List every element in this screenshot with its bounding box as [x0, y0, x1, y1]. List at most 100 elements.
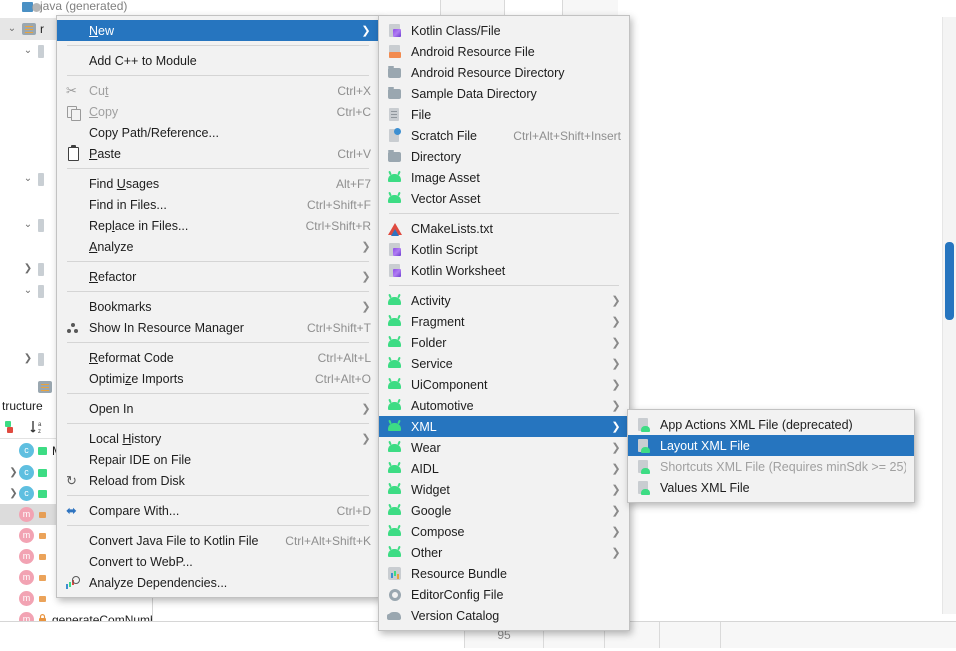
menu-item-layout-xml-file[interactable]: Layout XML File [628, 435, 914, 456]
menu-item-icon-empty [65, 239, 81, 255]
structure-kind-badge-c: c [19, 486, 34, 501]
chevron-down-icon[interactable]: ⌄ [23, 219, 33, 230]
menu-item-kotlin-worksheet[interactable]: Kotlin Worksheet [379, 260, 629, 281]
menu-item-android-resource-file[interactable]: Android Resource File [379, 41, 629, 62]
show-fields-icon[interactable] [4, 419, 20, 435]
tab-strip-filler [618, 0, 956, 17]
menu-separator [67, 291, 369, 292]
menu-item-version-catalog[interactable]: Version Catalog [379, 605, 629, 626]
menu-item-activity[interactable]: Activity❯ [379, 290, 629, 311]
menu-item-xml[interactable]: XML❯ [379, 416, 629, 437]
tree-row[interactable]: ⌄ [0, 40, 152, 62]
menu-item-android-resource-directory[interactable]: Android Resource Directory [379, 62, 629, 83]
editor-tab[interactable] [562, 0, 619, 17]
menu-item-compose[interactable]: Compose❯ [379, 521, 629, 542]
menu-item-refactor[interactable]: Refactor❯ [57, 266, 379, 287]
tree-row[interactable]: ⌄ [0, 280, 152, 302]
menu-item-editorconfig-file[interactable]: EditorConfig File [379, 584, 629, 605]
menu-item-local-history[interactable]: Local History❯ [57, 428, 379, 449]
editor-scrollbar-thumb[interactable] [945, 242, 954, 320]
menu-item-app-actions-xml-file-deprecated[interactable]: App Actions XML File (deprecated) [628, 414, 914, 435]
menu-item-kotlin-class-file[interactable]: Kotlin Class/File [379, 20, 629, 41]
chevron-right-icon[interactable]: ❯ [23, 353, 33, 364]
status-cell-4[interactable] [659, 622, 720, 648]
chevron-down-icon[interactable]: ⌄ [23, 173, 33, 184]
menu-item-shortcut: Ctrl+Alt+O [314, 371, 371, 386]
status-cell-5[interactable] [720, 622, 956, 648]
android-icon [387, 440, 403, 456]
menu-item-image-asset[interactable]: Image Asset [379, 167, 629, 188]
editor-tab[interactable] [440, 0, 505, 17]
menu-item-vector-asset[interactable]: Vector Asset [379, 188, 629, 209]
structure-row[interactable]: ❯c [0, 462, 152, 483]
menu-item-service[interactable]: Service ❯ [379, 353, 629, 374]
menu-item-repair-ide-on-file[interactable]: Repair IDE on File [57, 449, 379, 470]
menu-item-file[interactable]: File [379, 104, 629, 125]
menu-item-label: Bookmarks [89, 299, 152, 314]
editor-scrollbar-track[interactable] [942, 17, 956, 614]
menu-item-uicomponent[interactable]: UiComponent❯ [379, 374, 629, 395]
folder-icon [38, 381, 52, 393]
cmake-icon [387, 221, 403, 237]
chevron-right-icon[interactable]: ❯ [9, 467, 18, 478]
tree-row[interactable]: ❯ [0, 348, 152, 370]
chevron-right-icon[interactable]: ❯ [23, 263, 33, 274]
menu-item-analyze[interactable]: Analyze❯ [57, 236, 379, 257]
menu-item-wear[interactable]: Wear❯ [379, 437, 629, 458]
tree-row[interactable]: ❯ [0, 258, 152, 280]
structure-row[interactable]: m [0, 588, 152, 609]
chevron-right-icon: ❯ [611, 358, 621, 370]
chevron-down-icon[interactable]: ⌄ [23, 285, 33, 296]
structure-row[interactable]: m [0, 546, 152, 567]
menu-item-reload-from-disk[interactable]: ↻Reload from Disk [57, 470, 379, 491]
folder-icon [388, 65, 401, 78]
tree-row[interactable]: ⌄ [0, 214, 152, 236]
menu-item-icon-empty [65, 350, 81, 366]
menu-item-replace-in-files[interactable]: Replace in Files...Ctrl+Shift+R [57, 215, 379, 236]
menu-item-open-in[interactable]: Open In❯ [57, 398, 379, 419]
structure-row[interactable]: m [0, 567, 152, 588]
chevron-down-icon[interactable]: ⌄ [7, 23, 17, 34]
chevron-down-icon[interactable]: ⌄ [23, 45, 33, 56]
menu-item-aidl[interactable]: AIDL❯ [379, 458, 629, 479]
menu-item-compare-with[interactable]: ⬌Compare With...Ctrl+D [57, 500, 379, 521]
tree-row[interactable]: ⌄ [0, 168, 152, 190]
chevron-right-icon[interactable]: ❯ [9, 488, 18, 499]
menu-item-new[interactable]: New❯ [57, 20, 379, 41]
menu-item-fragment[interactable]: Fragment❯ [379, 311, 629, 332]
menu-item-other[interactable]: Other❯ [379, 542, 629, 563]
menu-item-label: Find Usages [89, 176, 160, 191]
menu-item-widget[interactable]: Widget❯ [379, 479, 629, 500]
menu-item-convert-to-webp[interactable]: Convert to WebP... [57, 551, 379, 572]
menu-item-cmakelists-txt[interactable]: CMakeLists.txt [379, 218, 629, 239]
menu-item-values-xml-file[interactable]: Values XML File [628, 477, 914, 498]
menu-item-analyze-dependencies[interactable]: Analyze Dependencies... [57, 572, 379, 593]
structure-row[interactable]: ❯c [0, 483, 152, 504]
menu-item-google[interactable]: Google❯ [379, 500, 629, 521]
menu-item-resource-bundle[interactable]: Resource Bundle [379, 563, 629, 584]
menu-item-bookmarks[interactable]: Bookmarks❯ [57, 296, 379, 317]
structure-row[interactable]: m [0, 525, 152, 546]
editor-tab-active[interactable] [504, 0, 563, 17]
menu-item-sample-data-directory[interactable]: Sample Data Directory [379, 83, 629, 104]
android-icon [387, 293, 403, 309]
xml-submenu[interactable]: App Actions XML File (deprecated)Layout … [627, 409, 915, 503]
menu-item-find-in-files[interactable]: Find in Files...Ctrl+Shift+F [57, 194, 379, 215]
menu-item-folder[interactable]: Folder❯ [379, 332, 629, 353]
menu-item-directory[interactable]: Directory [379, 146, 629, 167]
menu-item-copy-path-reference[interactable]: Copy Path/Reference... [57, 122, 379, 143]
menu-item-add-c-to-module[interactable]: Add C++ to Module [57, 50, 379, 71]
menu-item-label: Service [411, 356, 453, 371]
menu-item-automotive[interactable]: Automotive❯ [379, 395, 629, 416]
menu-item-kotlin-script[interactable]: Kotlin Script [379, 239, 629, 260]
